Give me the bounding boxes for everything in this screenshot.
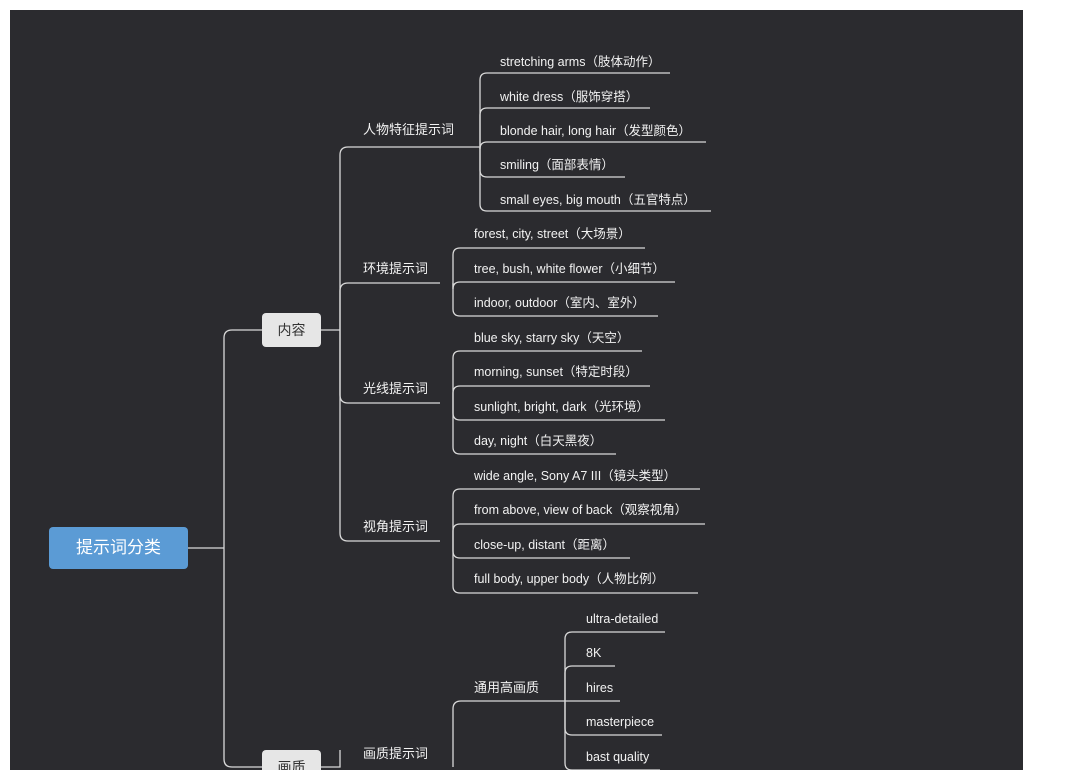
- leaf-item[interactable]: tree, bush, white flower（小细节）: [474, 262, 666, 276]
- leaf-item[interactable]: stretching arms（肢体动作）: [500, 55, 661, 69]
- mindmap-canvas: 提示词分类 内容 画质 人物特征提示词 环境提示词 光线提示词 视角提示词 st…: [10, 10, 1023, 770]
- category-environment[interactable]: 环境提示词: [363, 261, 429, 276]
- leaf-item[interactable]: from above, view of back（观察视角）: [474, 503, 688, 517]
- category-lighting[interactable]: 光线提示词: [363, 381, 429, 396]
- leaf-item[interactable]: white dress（服饰穿搭）: [500, 90, 639, 104]
- leaf-item[interactable]: wide angle, Sony A7 III（镜头类型）: [474, 469, 677, 483]
- leaf-item[interactable]: indoor, outdoor（室内、室外）: [474, 296, 645, 310]
- branch-content[interactable]: 内容: [262, 313, 321, 347]
- leaf-item[interactable]: blonde hair, long hair（发型颜色）: [500, 124, 692, 138]
- category-character[interactable]: 人物特征提示词: [363, 122, 455, 137]
- leaf-item[interactable]: forest, city, street（大场景）: [474, 227, 631, 241]
- leaf-item[interactable]: blue sky, starry sky（天空）: [474, 331, 630, 345]
- root-node[interactable]: 提示词分类: [49, 527, 188, 569]
- connector-lines: [188, 72, 711, 770]
- leaf-item[interactable]: 8K: [586, 646, 602, 660]
- subcategory-general-quality[interactable]: 通用高画质: [474, 680, 540, 695]
- category-view-angle[interactable]: 视角提示词: [363, 519, 429, 534]
- leaf-item[interactable]: hires: [586, 681, 614, 695]
- branch-quality[interactable]: 画质: [262, 750, 321, 770]
- leaf-item[interactable]: bast quality: [586, 750, 650, 764]
- leaf-item[interactable]: masterpiece: [586, 715, 655, 729]
- leaf-item[interactable]: close-up, distant（距离）: [474, 538, 616, 552]
- leaf-item[interactable]: morning, sunset（特定时段）: [474, 365, 638, 379]
- leaf-item[interactable]: small eyes, big mouth（五官特点）: [500, 193, 696, 207]
- leaf-item[interactable]: ultra-detailed: [586, 612, 659, 626]
- leaf-item[interactable]: smiling（面部表情）: [500, 158, 614, 172]
- leaf-item[interactable]: day, night（白天黑夜）: [474, 434, 603, 448]
- leaf-item[interactable]: full body, upper body（人物比例）: [474, 572, 665, 586]
- category-quality[interactable]: 画质提示词: [363, 746, 429, 761]
- leaf-item[interactable]: sunlight, bright, dark（光环境）: [474, 400, 650, 414]
